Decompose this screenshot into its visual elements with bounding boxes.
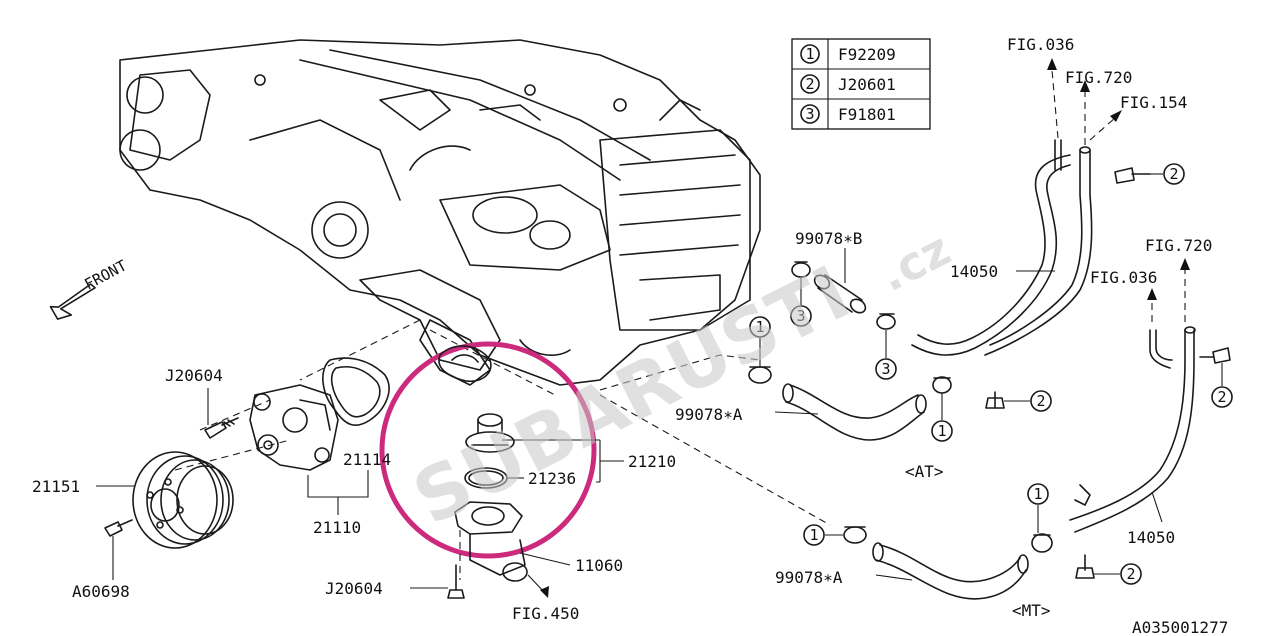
part-label-99078a-at: 99078∗A — [675, 405, 743, 424]
figure-ref-fig154: FIG.154 — [1120, 93, 1187, 112]
engine-block — [119, 39, 761, 386]
legend-table: 1 F92209 2 J20601 3 F91801 — [791, 38, 931, 130]
bolt-a60698 — [104, 519, 133, 537]
callout-circle: 2 — [1211, 386, 1233, 408]
part-label-21210: 21210 — [628, 452, 676, 471]
bolt-j20604-bottom — [447, 564, 465, 599]
legend-row: 3 F91801 — [800, 104, 896, 124]
diagram-id: A035001277 — [1132, 618, 1228, 636]
callout-circle: 2 — [1163, 163, 1185, 185]
svg-text:3: 3 — [881, 360, 890, 378]
hose-99078a-at — [782, 383, 927, 441]
legend-number: 2 — [805, 75, 814, 93]
svg-text:1: 1 — [937, 422, 946, 440]
callout-circle: 2 — [1120, 563, 1142, 585]
svg-text:1: 1 — [809, 526, 818, 544]
thermostat — [465, 413, 515, 453]
figure-ref-fig036: FIG.036 — [1090, 268, 1157, 287]
part-label-j20604: J20604 — [165, 366, 223, 385]
part-label-14050-mt: 14050 — [1127, 528, 1175, 547]
legend-code: J20601 — [838, 75, 896, 94]
legend-number: 1 — [805, 45, 814, 63]
clamp — [1031, 533, 1053, 553]
water-pump-gasket — [322, 357, 390, 426]
variant-label-at: <AT> — [905, 462, 944, 481]
highlight-circle — [379, 341, 597, 559]
front-label: FRONT — [81, 256, 129, 293]
thermostat-cover — [454, 501, 528, 582]
legend-row: 2 J20601 — [800, 74, 896, 94]
svg-text:2: 2 — [1036, 392, 1045, 410]
bolt-j20601 — [985, 391, 1005, 409]
bolt-j20601 — [1114, 167, 1151, 184]
figure-ref-fig720: FIG.720 — [1145, 236, 1212, 255]
clamp — [932, 376, 952, 394]
svg-text:2: 2 — [1217, 388, 1226, 406]
legend-code: F92209 — [838, 45, 896, 64]
part-label-11060: 11060 — [575, 556, 623, 575]
part-label-j20604-bottom: J20604 — [325, 579, 383, 598]
pipe-14050-at — [911, 139, 1093, 356]
watermark-brand: SUBARUSTI — [400, 250, 863, 542]
thermostat-oring — [464, 467, 508, 489]
legend-number: 3 — [805, 105, 814, 123]
figure-ref-fig450: FIG.450 — [512, 604, 579, 623]
part-label-21151: 21151 — [32, 477, 80, 496]
callout-circle: 3 — [790, 305, 812, 327]
watermark-domain: .cz — [871, 222, 959, 303]
front-direction-arrow: FRONT — [49, 256, 130, 320]
bolt-j20604-top — [204, 417, 239, 439]
callout-circle: 1 — [1027, 483, 1049, 505]
callout-circle: 2 — [1030, 390, 1052, 412]
part-label-21236: 21236 — [528, 469, 576, 488]
figure-ref-fig720: FIG.720 — [1065, 68, 1132, 87]
part-label-14050-at: 14050 — [950, 262, 998, 281]
hose-99078a-mt — [872, 542, 1029, 600]
figure-ref-fig036: FIG.036 — [1007, 35, 1074, 54]
part-label-21114: 21114 — [343, 450, 391, 469]
part-label-a60698: A60698 — [72, 582, 130, 601]
variant-label-mt: <MT> — [1012, 601, 1051, 620]
clamp — [843, 526, 867, 544]
bolt-j20601 — [1199, 347, 1231, 364]
svg-text:3: 3 — [796, 307, 805, 325]
svg-text:1: 1 — [1033, 485, 1042, 503]
part-label-99078a-mt: 99078∗A — [775, 568, 843, 587]
legend-code: F91801 — [838, 105, 896, 124]
callout-circle: 3 — [875, 358, 897, 380]
callout-circle: 1 — [803, 524, 825, 546]
part-label-99078b: 99078∗B — [795, 229, 862, 248]
svg-text:2: 2 — [1126, 565, 1135, 583]
hose-99078b — [813, 274, 867, 314]
pipe-14050-mt — [1069, 326, 1196, 533]
thermostat-gasket-top — [438, 345, 492, 382]
callout-circle: 1 — [749, 316, 771, 338]
clamp — [876, 313, 896, 330]
part-label-21110: 21110 — [313, 518, 361, 537]
svg-text:1: 1 — [755, 318, 764, 336]
legend-row: 1 F92209 — [800, 44, 896, 64]
svg-text:2: 2 — [1169, 165, 1178, 183]
bolt-j20601 — [1075, 554, 1095, 579]
callout-circle: 1 — [931, 420, 953, 442]
pulley — [132, 451, 234, 549]
clamp — [791, 261, 811, 278]
water-pump — [249, 384, 339, 471]
